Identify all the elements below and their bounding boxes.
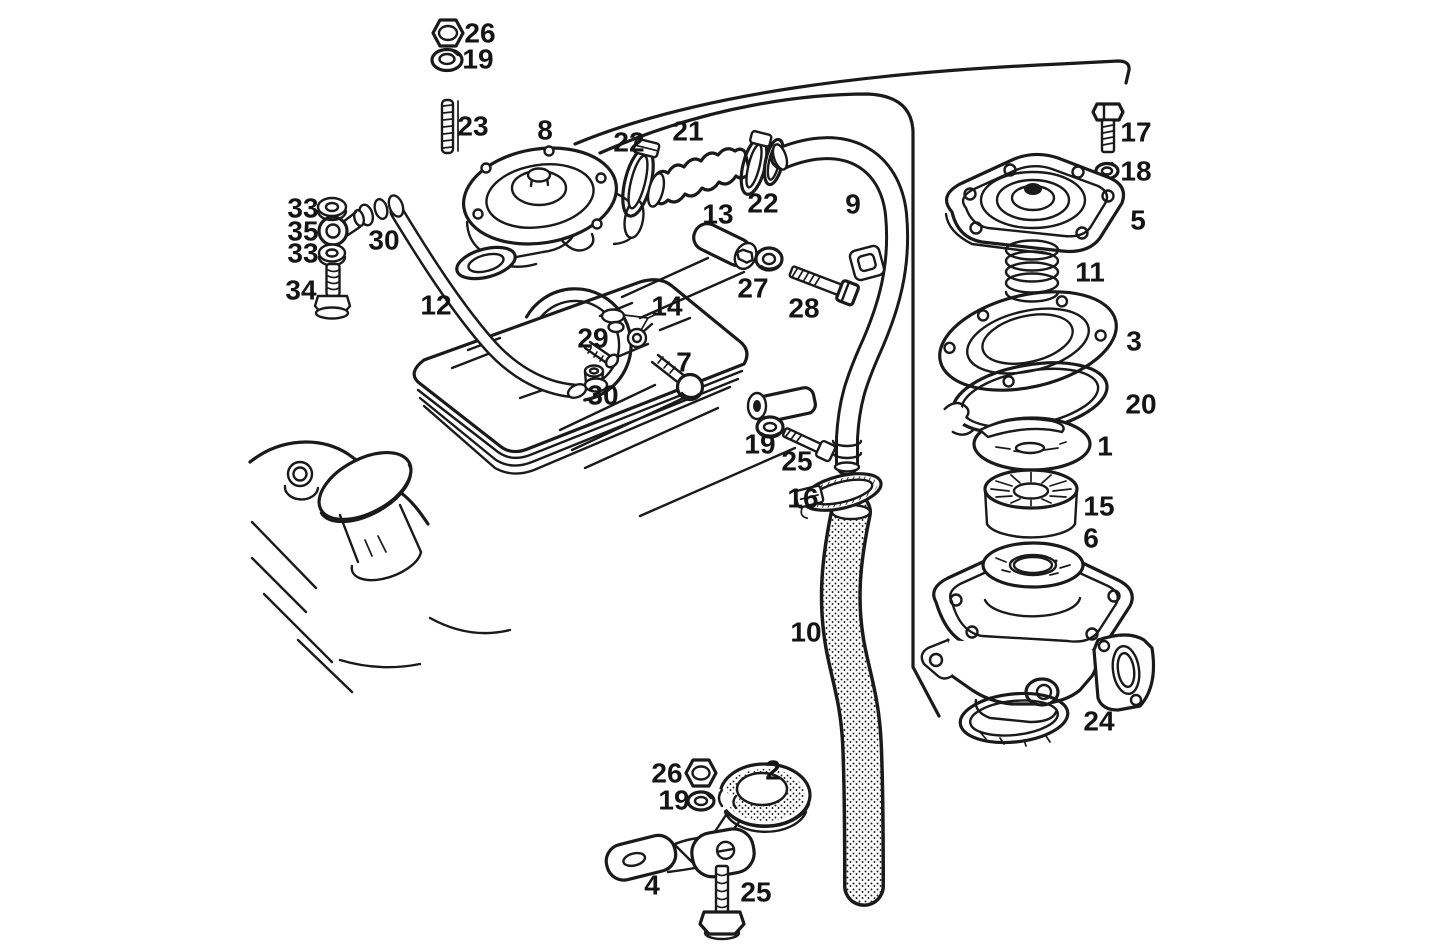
- part-label-29: 29: [577, 323, 608, 354]
- part-label-28: 28: [788, 293, 819, 324]
- bolt-28: [788, 265, 861, 307]
- cover-fittings: [566, 308, 705, 402]
- part-label-26: 26: [651, 758, 682, 789]
- part-label-12: 12: [420, 290, 451, 321]
- washer-33-lower: [317, 243, 347, 263]
- valve-plate-1: [972, 416, 1092, 472]
- bolt-34: [313, 262, 352, 320]
- part-label-1: 1: [1097, 431, 1113, 462]
- part-label-7: 7: [676, 347, 692, 378]
- head-surface-lines: [558, 256, 797, 518]
- part-label-22: 22: [747, 188, 778, 219]
- part-label-34: 34: [285, 275, 317, 306]
- valve-cover: [412, 278, 749, 475]
- spring-11: [1004, 239, 1060, 303]
- washer-33-upper: [316, 196, 348, 218]
- washer-19-mid: [755, 415, 785, 439]
- bolt-25-mid: [781, 427, 837, 463]
- bolt-25-bottom: [698, 864, 746, 941]
- part-label-18: 18: [1120, 156, 1151, 187]
- clamp-ring-2: [710, 762, 812, 844]
- part-label-35: 35: [287, 216, 318, 247]
- bolt-17: [1091, 102, 1125, 154]
- bolt-7: [650, 353, 705, 402]
- pipe-clamp-bracket: [746, 386, 817, 424]
- spacer-tube-13: [692, 222, 758, 271]
- part-label-19: 19: [744, 429, 775, 460]
- part-label-17: 17: [1120, 117, 1151, 148]
- part-label-23: 23: [457, 111, 488, 142]
- gasket-24: [958, 691, 1070, 747]
- part-label-33: 33: [287, 238, 318, 269]
- ferrule-30: [566, 364, 609, 399]
- part-label-10: 10: [790, 617, 821, 648]
- upper-cover-plate-5: [944, 152, 1126, 256]
- breather-cap-assembly: [455, 145, 645, 281]
- part-label-16: 16: [787, 483, 818, 514]
- part-label-22: 22: [613, 127, 644, 158]
- part-label-2: 2: [765, 755, 781, 786]
- hardware-icons-top: [430, 18, 465, 155]
- cylinder-head-corner: [248, 440, 512, 694]
- mounting-bracket-4: [604, 827, 756, 882]
- nut-26-icon: [431, 18, 465, 48]
- part-label-19: 19: [658, 785, 689, 816]
- part-label-6: 6: [1083, 523, 1099, 554]
- part-label-25: 25: [781, 446, 812, 477]
- breather-hose-12: [387, 194, 582, 399]
- washer-19-bottom: [686, 790, 716, 812]
- corrugated-hose-21: [646, 147, 752, 208]
- part-label-11: 11: [1075, 257, 1105, 288]
- banjo-35: [317, 215, 349, 247]
- part-label-26: 26: [464, 18, 495, 49]
- stud-23: [440, 98, 459, 155]
- vent-hose-10: [819, 491, 885, 907]
- filter-element-15: [983, 468, 1079, 539]
- washer-27: [754, 246, 784, 272]
- pipe-bracket-upper: [848, 244, 886, 282]
- hose-clamp-16: [793, 472, 883, 520]
- nut-26-bottom: [684, 758, 718, 788]
- part-label-21: 21: [672, 116, 703, 147]
- part-label-8: 8: [537, 115, 553, 146]
- part-label-5: 5: [1130, 205, 1146, 236]
- banjo-fitting-group: [313, 196, 389, 320]
- part-label-15: 15: [1083, 491, 1114, 522]
- part-label-9: 9: [845, 189, 861, 220]
- part-label-27: 27: [737, 273, 768, 304]
- boundary-curves: [573, 59, 1131, 718]
- part-label-13: 13: [702, 199, 733, 230]
- part-label-3: 3: [1126, 326, 1142, 357]
- part-label-25: 25: [740, 877, 771, 908]
- part-label-4: 4: [644, 870, 660, 901]
- pump-body: [920, 546, 1156, 724]
- bolt-29: [583, 340, 620, 369]
- vent-pipe-9: [770, 136, 910, 476]
- part-label-33: 33: [287, 193, 318, 224]
- part-label-24: 24: [1083, 706, 1115, 737]
- part-label-14: 14: [651, 291, 683, 322]
- part-label-20: 20: [1125, 389, 1156, 420]
- part-label-30: 30: [368, 225, 399, 256]
- part-label-19: 19: [462, 44, 493, 75]
- part-label-30: 30: [587, 380, 618, 411]
- diaphragm-3: [938, 290, 1118, 392]
- seal-disc-6: [981, 541, 1085, 589]
